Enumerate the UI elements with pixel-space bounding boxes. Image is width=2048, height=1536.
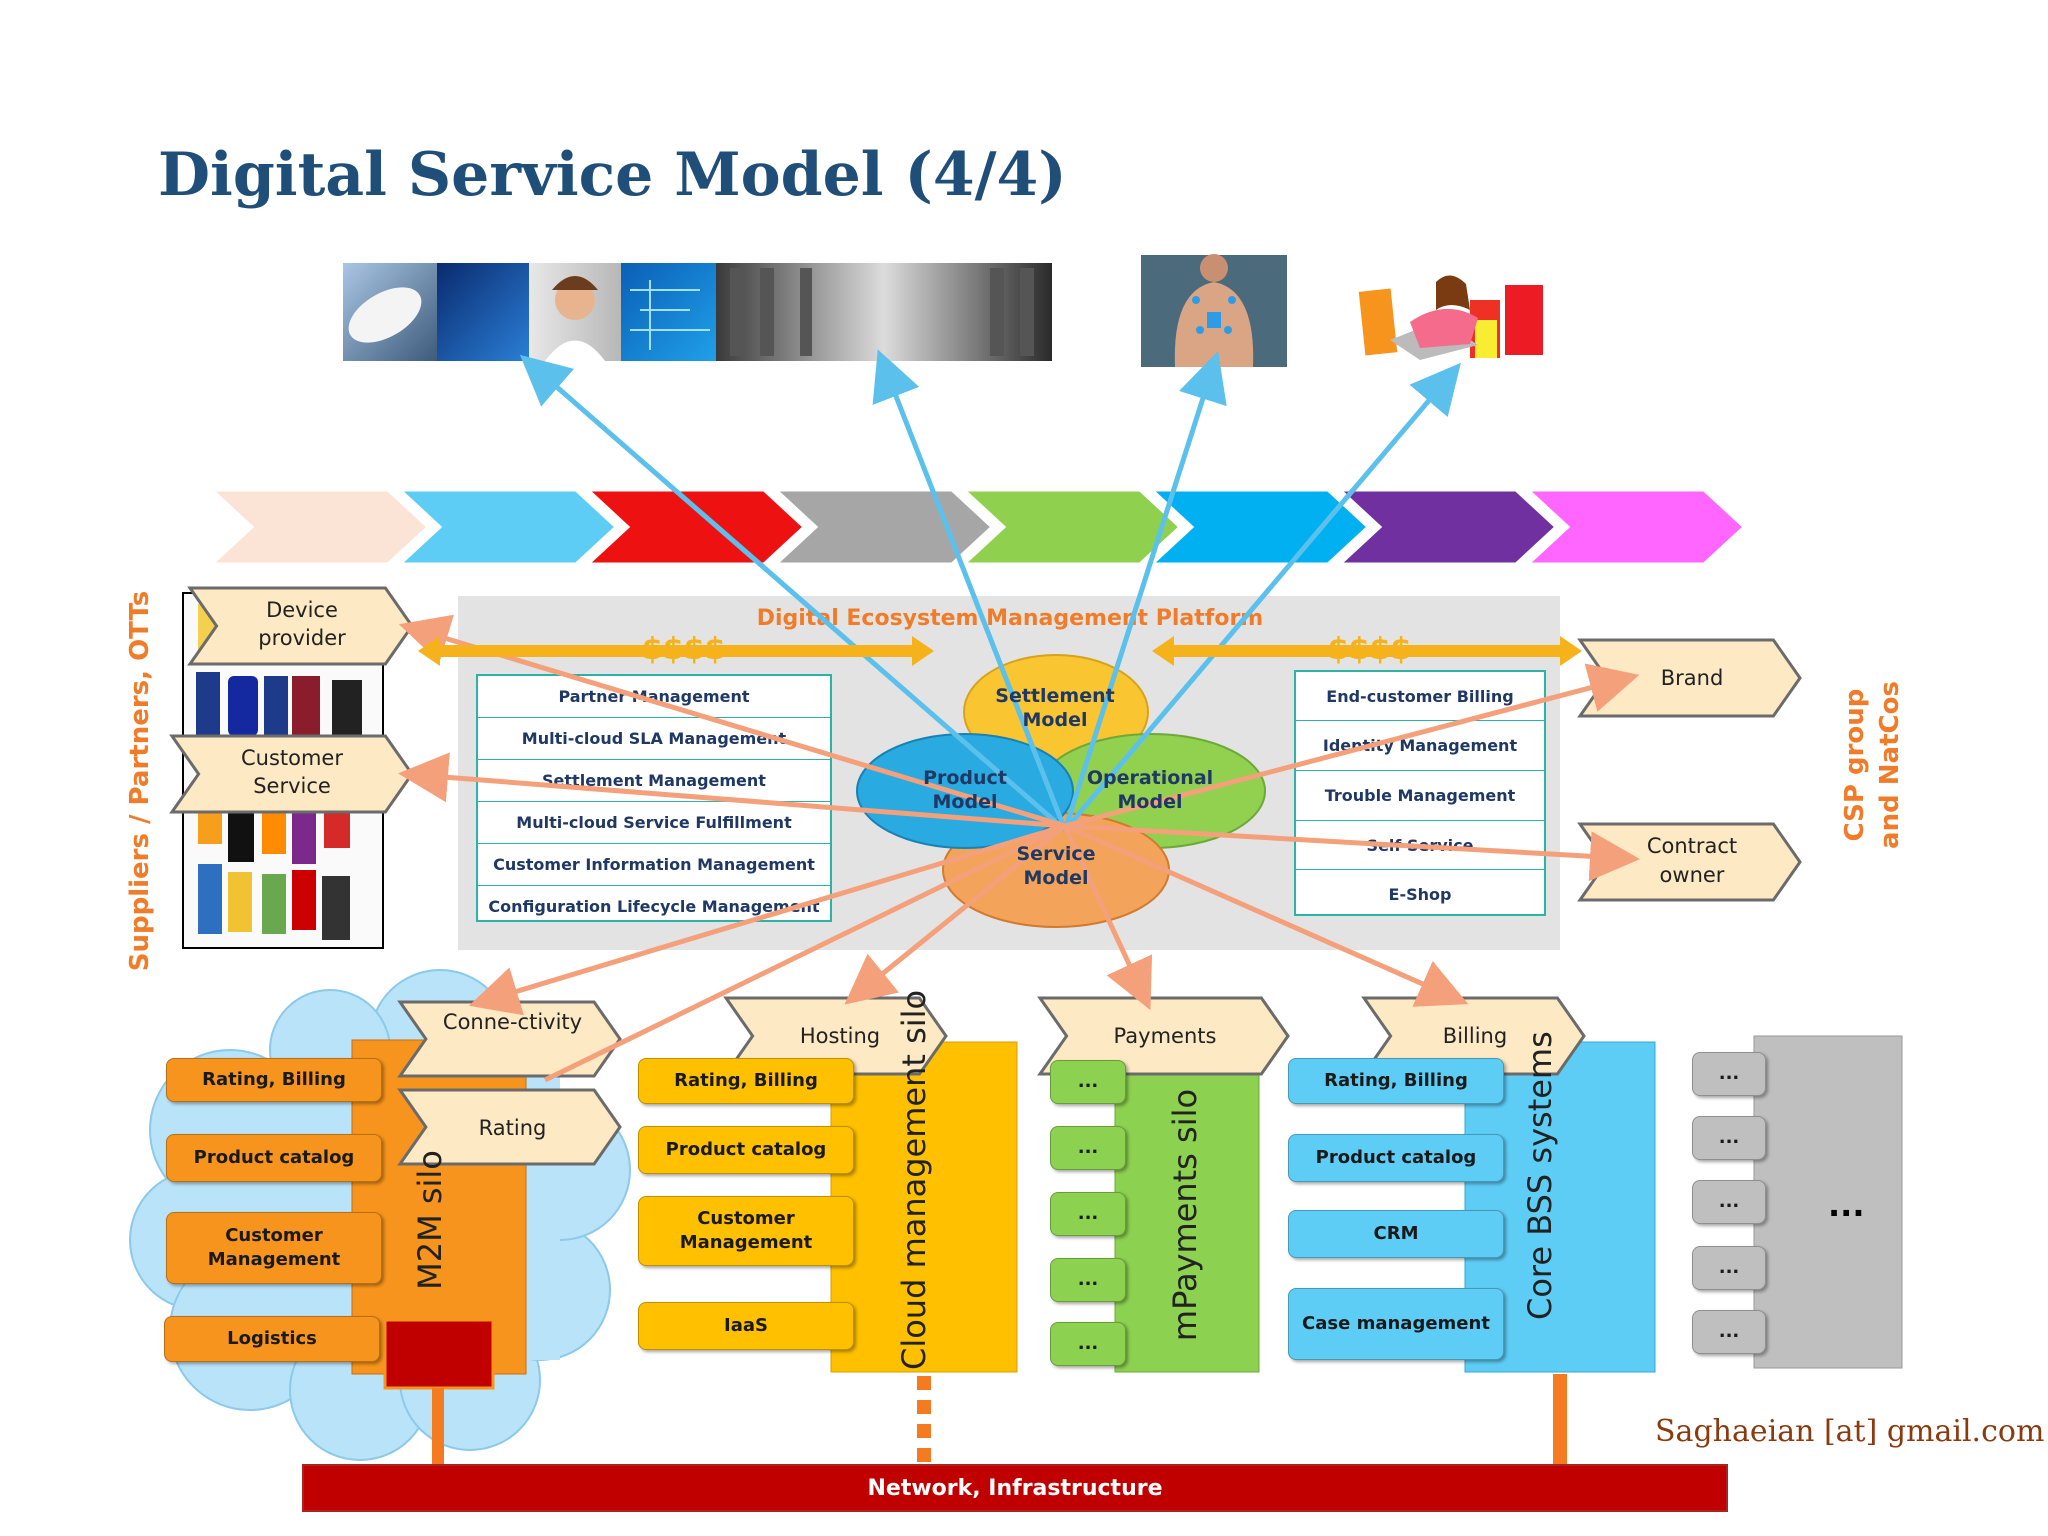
m2m-network-link	[432, 1388, 444, 1466]
list-item: Configuration Lifecycle Management	[488, 897, 820, 916]
value-chain-step	[396, 488, 619, 566]
m2m-item: Logistics	[164, 1316, 380, 1362]
list-item: Partner Management	[478, 676, 830, 718]
left-function-list: Partner Management Multi-cloud SLA Manag…	[476, 674, 832, 922]
hosting-chevron	[723, 996, 948, 1076]
value-chain-chevrons	[208, 488, 1747, 566]
other-item: ...	[1692, 1180, 1766, 1224]
value-chain-step	[1336, 488, 1559, 566]
network-cable-photo	[437, 263, 529, 361]
other-silo-bar	[1753, 1035, 1903, 1369]
list-item: End-customer Billing	[1296, 672, 1544, 721]
bss-item: Case management	[1288, 1288, 1504, 1360]
cloud-item: Customer Management	[638, 1196, 854, 1266]
device-provider-chevron-label: Device provider	[258, 598, 346, 650]
m2m-item: Rating, Billing	[166, 1058, 382, 1102]
m2m-device-block	[383, 1318, 495, 1390]
value-chain-step	[584, 488, 807, 566]
bss-item: CRM	[1288, 1210, 1504, 1258]
m2m-item: Product catalog	[166, 1134, 382, 1182]
author-email: Saghaeian [at] gmail.com	[1655, 1414, 2045, 1449]
orange-arrows	[398, 614, 1640, 1083]
cloud-silo-bar	[830, 1041, 1018, 1373]
other-item: ...	[1692, 1116, 1766, 1160]
list-item: Multi-cloud Service Fulfillment	[478, 802, 830, 844]
customer-service-chevron	[169, 734, 414, 814]
other-item: ...	[1692, 1310, 1766, 1354]
list-item: E-Shop	[1388, 884, 1452, 904]
bss-item: Product catalog	[1288, 1134, 1504, 1182]
device-provider-chevron	[187, 586, 414, 666]
m2m-silo-label: M2M silo	[410, 1120, 490, 1320]
cloud-silo-label: Cloud management silo	[894, 990, 974, 1370]
bss-item: Rating, Billing	[1288, 1058, 1504, 1104]
brand-chevron-label: Brand	[1660, 666, 1724, 690]
payments-silo-label: mPayments silo	[1165, 1065, 1215, 1365]
circuit-board-photo	[621, 263, 716, 361]
gold-double-arrows	[418, 636, 1582, 666]
payments-item: ...	[1050, 1126, 1126, 1170]
bss-silo-label: Core BSS systems	[1520, 1031, 1600, 1320]
payments-item: ...	[1050, 1192, 1126, 1236]
page-title: Digital Service Model (4/4)	[158, 140, 1067, 210]
connectivity-chevron	[397, 1000, 622, 1078]
payments-silo-bar	[1114, 1041, 1260, 1373]
list-item: Customer Information Management	[478, 844, 830, 886]
platform-title: Digital Ecosystem Management Platform	[756, 606, 1264, 631]
list-item: Settlement Management	[478, 760, 830, 802]
other-item: ...	[1692, 1246, 1766, 1290]
online-shopper-photo	[1358, 275, 1543, 360]
value-chain-step	[960, 488, 1183, 566]
cloud-network-link	[917, 1376, 931, 1462]
value-chain-step	[208, 488, 431, 566]
cloud-item: IaaS	[638, 1302, 854, 1350]
payments-item: ...	[1050, 1060, 1126, 1104]
hosting-chevron-label: Hosting	[799, 1024, 881, 1048]
cloud-item: Product catalog	[638, 1126, 854, 1174]
payments-chevron-label: Payments	[1113, 1024, 1217, 1048]
settlement-model-label: Settlement Model	[995, 685, 1115, 731]
cloud-item: Rating, Billing	[638, 1058, 854, 1104]
value-chain-step	[1524, 488, 1747, 566]
product-model-ellipse	[856, 733, 1074, 849]
m2m-silo-text: M2M silo	[411, 1150, 449, 1290]
other-silo-label: ...	[1828, 1186, 1865, 1224]
rating-chevron	[397, 1088, 622, 1166]
list-item: Identity Management	[1296, 721, 1544, 771]
customer-service-chevron-label: Customer Service	[240, 746, 343, 798]
billing-chevron-label: Billing	[1442, 1024, 1508, 1048]
service-model-label: Service Model	[1016, 843, 1096, 889]
cloud-silo-text: Cloud management silo	[895, 989, 933, 1370]
contract-owner-chevron-label: Contract owner	[1646, 834, 1738, 887]
bss-silo-text: Core BSS systems	[1521, 1031, 1559, 1320]
value-chain-step	[1148, 488, 1371, 566]
connectivity-chevron-label: Conne-ctivity	[442, 1010, 583, 1034]
rating-chevron-label: Rating	[478, 1116, 547, 1140]
network-infrastructure-bar: Network, Infrastructure	[302, 1464, 1728, 1512]
list-item: Multi-cloud SLA Management	[478, 718, 830, 760]
payments-chevron	[1037, 996, 1290, 1076]
operational-model-label: Operational Model	[1086, 767, 1214, 813]
m2m-item: Customer Management	[166, 1212, 382, 1284]
blue-arrows	[519, 349, 1461, 832]
photo-strip	[343, 254, 1543, 367]
billing-chevron	[1361, 996, 1586, 1076]
list-item: Trouble Management	[1296, 771, 1544, 821]
payments-item: ...	[1050, 1322, 1126, 1366]
product-model-label: Product Model	[923, 767, 1007, 813]
payments-item: ...	[1050, 1258, 1126, 1302]
bss-network-link	[1553, 1374, 1567, 1466]
other-item: ...	[1692, 1052, 1766, 1096]
payments-silo-text: mPayments silo	[1166, 1088, 1204, 1342]
